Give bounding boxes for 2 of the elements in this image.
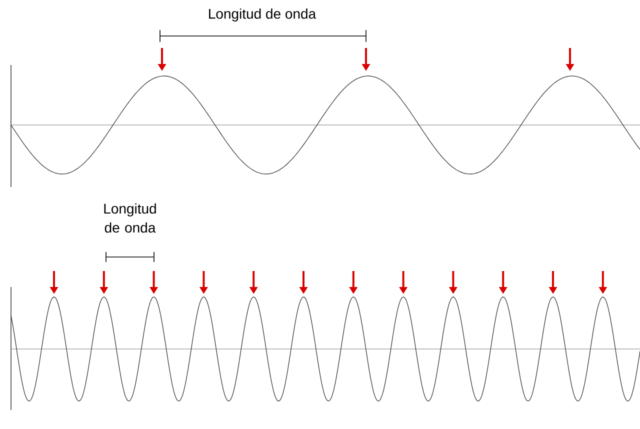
wavelength-label: Longitud de onda	[209, 8, 316, 22]
wavelength-label: Longitud de onda	[104, 203, 156, 233]
